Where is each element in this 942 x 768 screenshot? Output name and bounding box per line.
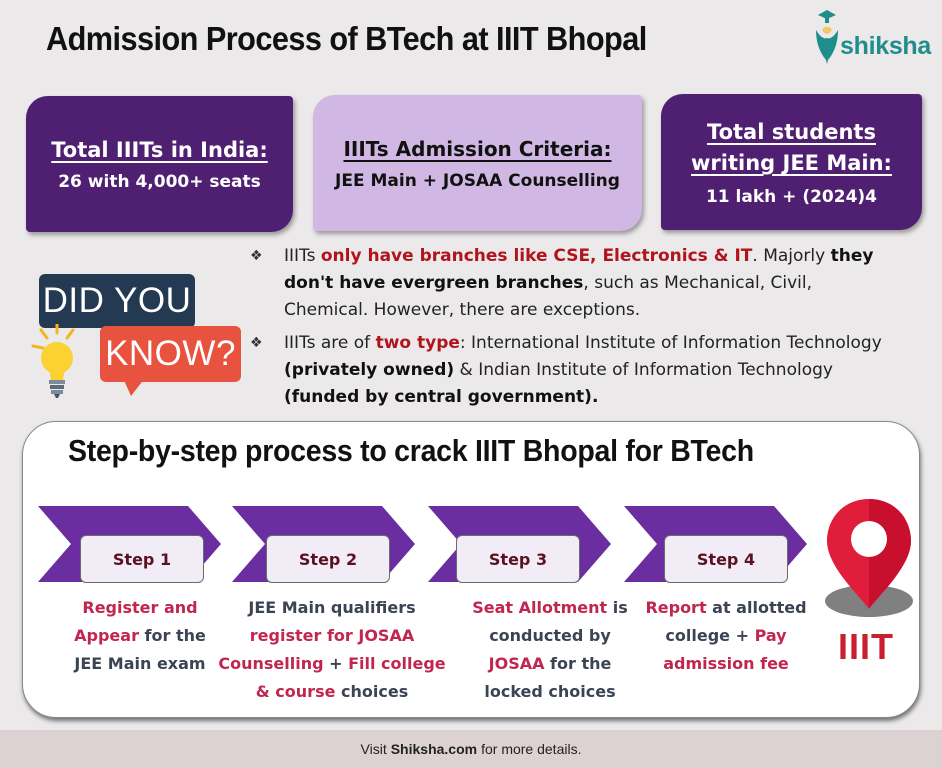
step-2-label: Step 2 [266, 535, 390, 583]
card-total-iiits: Total IIITs in India: 26 with 4,000+ sea… [26, 96, 293, 232]
card-total-students: Total students writing JEE Main: 11 lakh… [661, 94, 922, 230]
shiksha-logo[interactable]: shiksha [812, 8, 936, 70]
speech-tail [123, 378, 145, 396]
step-3-label: Step 3 [456, 535, 580, 583]
step-4-label: Step 4 [664, 535, 788, 583]
card-heading-line1: Total students [707, 120, 876, 144]
card-value: 26 with 4,000+ seats [58, 172, 261, 192]
footer-suffix: for more details. [481, 741, 582, 757]
steps-title: Step-by-step process to crack IIIT Bhopa… [68, 433, 754, 468]
diamond-bullet-icon: ❖ [250, 248, 263, 264]
map-pin-icon [825, 499, 913, 617]
graduation-cap-pen-nib-icon [816, 10, 838, 64]
fact-item: ❖ IIITs only have branches like CSE, Ele… [248, 243, 888, 324]
footer: Visit Shiksha.com for more details. [0, 730, 942, 768]
card-heading: IIITs Admission Criteria: [343, 137, 612, 161]
fact-text: IIITs are of two type: International Ins… [284, 333, 882, 407]
step-3-description: Seat Allotment is conducted by JOSAA for… [472, 598, 628, 701]
know-text: KNOW? [100, 326, 241, 382]
fact-text: IIITs only have branches like CSE, Elect… [284, 246, 874, 320]
footer-prefix: Visit [360, 741, 387, 757]
step-4-description: Report at allotted college + Pay admissi… [645, 598, 807, 673]
did-you-text: DID YOU [39, 274, 195, 328]
diamond-bullet-icon: ❖ [250, 335, 263, 351]
did-you-know-badge: DID YOU KNOW? [25, 272, 245, 402]
shiksha-link[interactable]: Shiksha.com [390, 741, 478, 757]
step-2-description: JEE Main qualifiers register for JOSAA C… [218, 598, 446, 701]
step-1-description: Register and Appear for the JEE Main exa… [74, 598, 206, 673]
lightbulb-icon [31, 324, 75, 398]
card-heading-line2: writing JEE Main: [691, 151, 892, 175]
card-value: 11 lakh + (2024)4 [705, 187, 878, 207]
fact-item: ❖ IIITs are of two type: International I… [248, 330, 888, 411]
page-title: Admission Process of BTech at IIIT Bhopa… [46, 20, 647, 57]
card-heading: Total IIITs in India: [51, 138, 268, 162]
card-value: JEE Main + JOSAA Counselling [335, 171, 620, 191]
facts-list: ❖ IIITs only have branches like CSE, Ele… [248, 243, 888, 417]
card-admission-criteria: IIITs Admission Criteria: JEE Main + JOS… [313, 95, 642, 231]
step-1-label: Step 1 [80, 535, 204, 583]
iiit-label: IIIT [838, 626, 894, 667]
logo-text: shiksha [840, 32, 932, 60]
